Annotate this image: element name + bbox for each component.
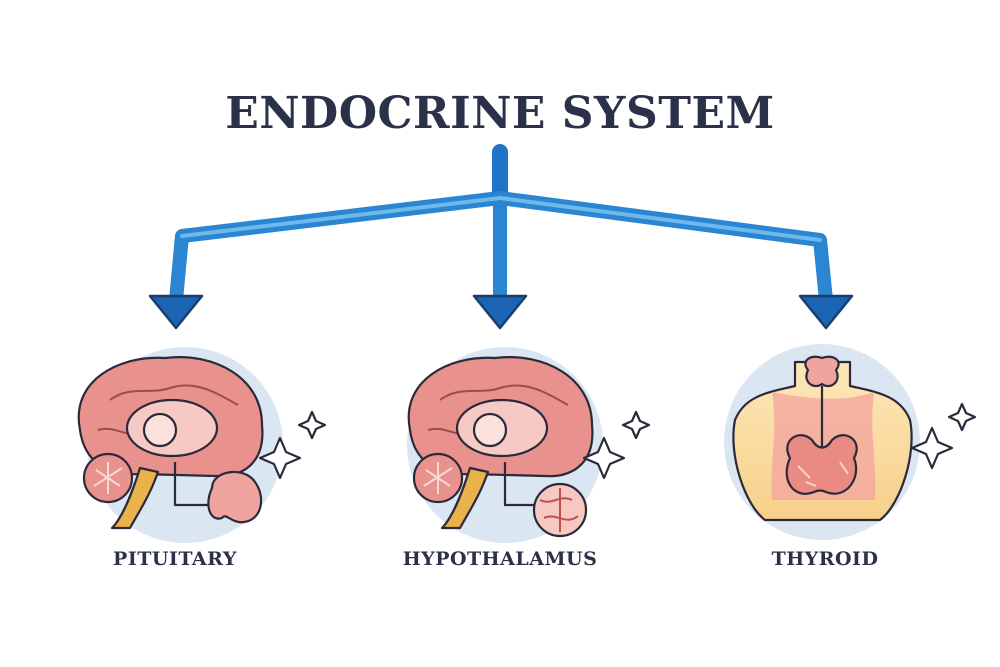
arrow-heads xyxy=(148,294,854,330)
arrow-head-center xyxy=(472,294,528,330)
arrow-right-branch xyxy=(493,191,833,307)
arrow-left-branch xyxy=(169,191,507,307)
arrow-head-right xyxy=(798,294,854,330)
hypothalamus-illustration xyxy=(407,347,603,543)
thyroid-illustration xyxy=(724,344,920,540)
gland-label-hypothalamus: HYPOTHALAMUS xyxy=(402,548,598,570)
pituitary-illustration xyxy=(77,347,283,543)
gland-label-thyroid: THYROID xyxy=(771,548,879,570)
arrow-head-left xyxy=(148,294,204,330)
sparkle-icon xyxy=(582,410,651,480)
sparkle-icon xyxy=(910,402,977,470)
page-title: ENDOCRINE SYSTEM xyxy=(225,88,775,139)
gland-label-pituitary: PITUITARY xyxy=(113,548,237,570)
pituitary-gland-icon xyxy=(207,470,263,524)
sparkle-icon xyxy=(258,410,327,480)
branch-arrows xyxy=(169,144,833,307)
thyroid-gland-icon xyxy=(785,434,858,495)
